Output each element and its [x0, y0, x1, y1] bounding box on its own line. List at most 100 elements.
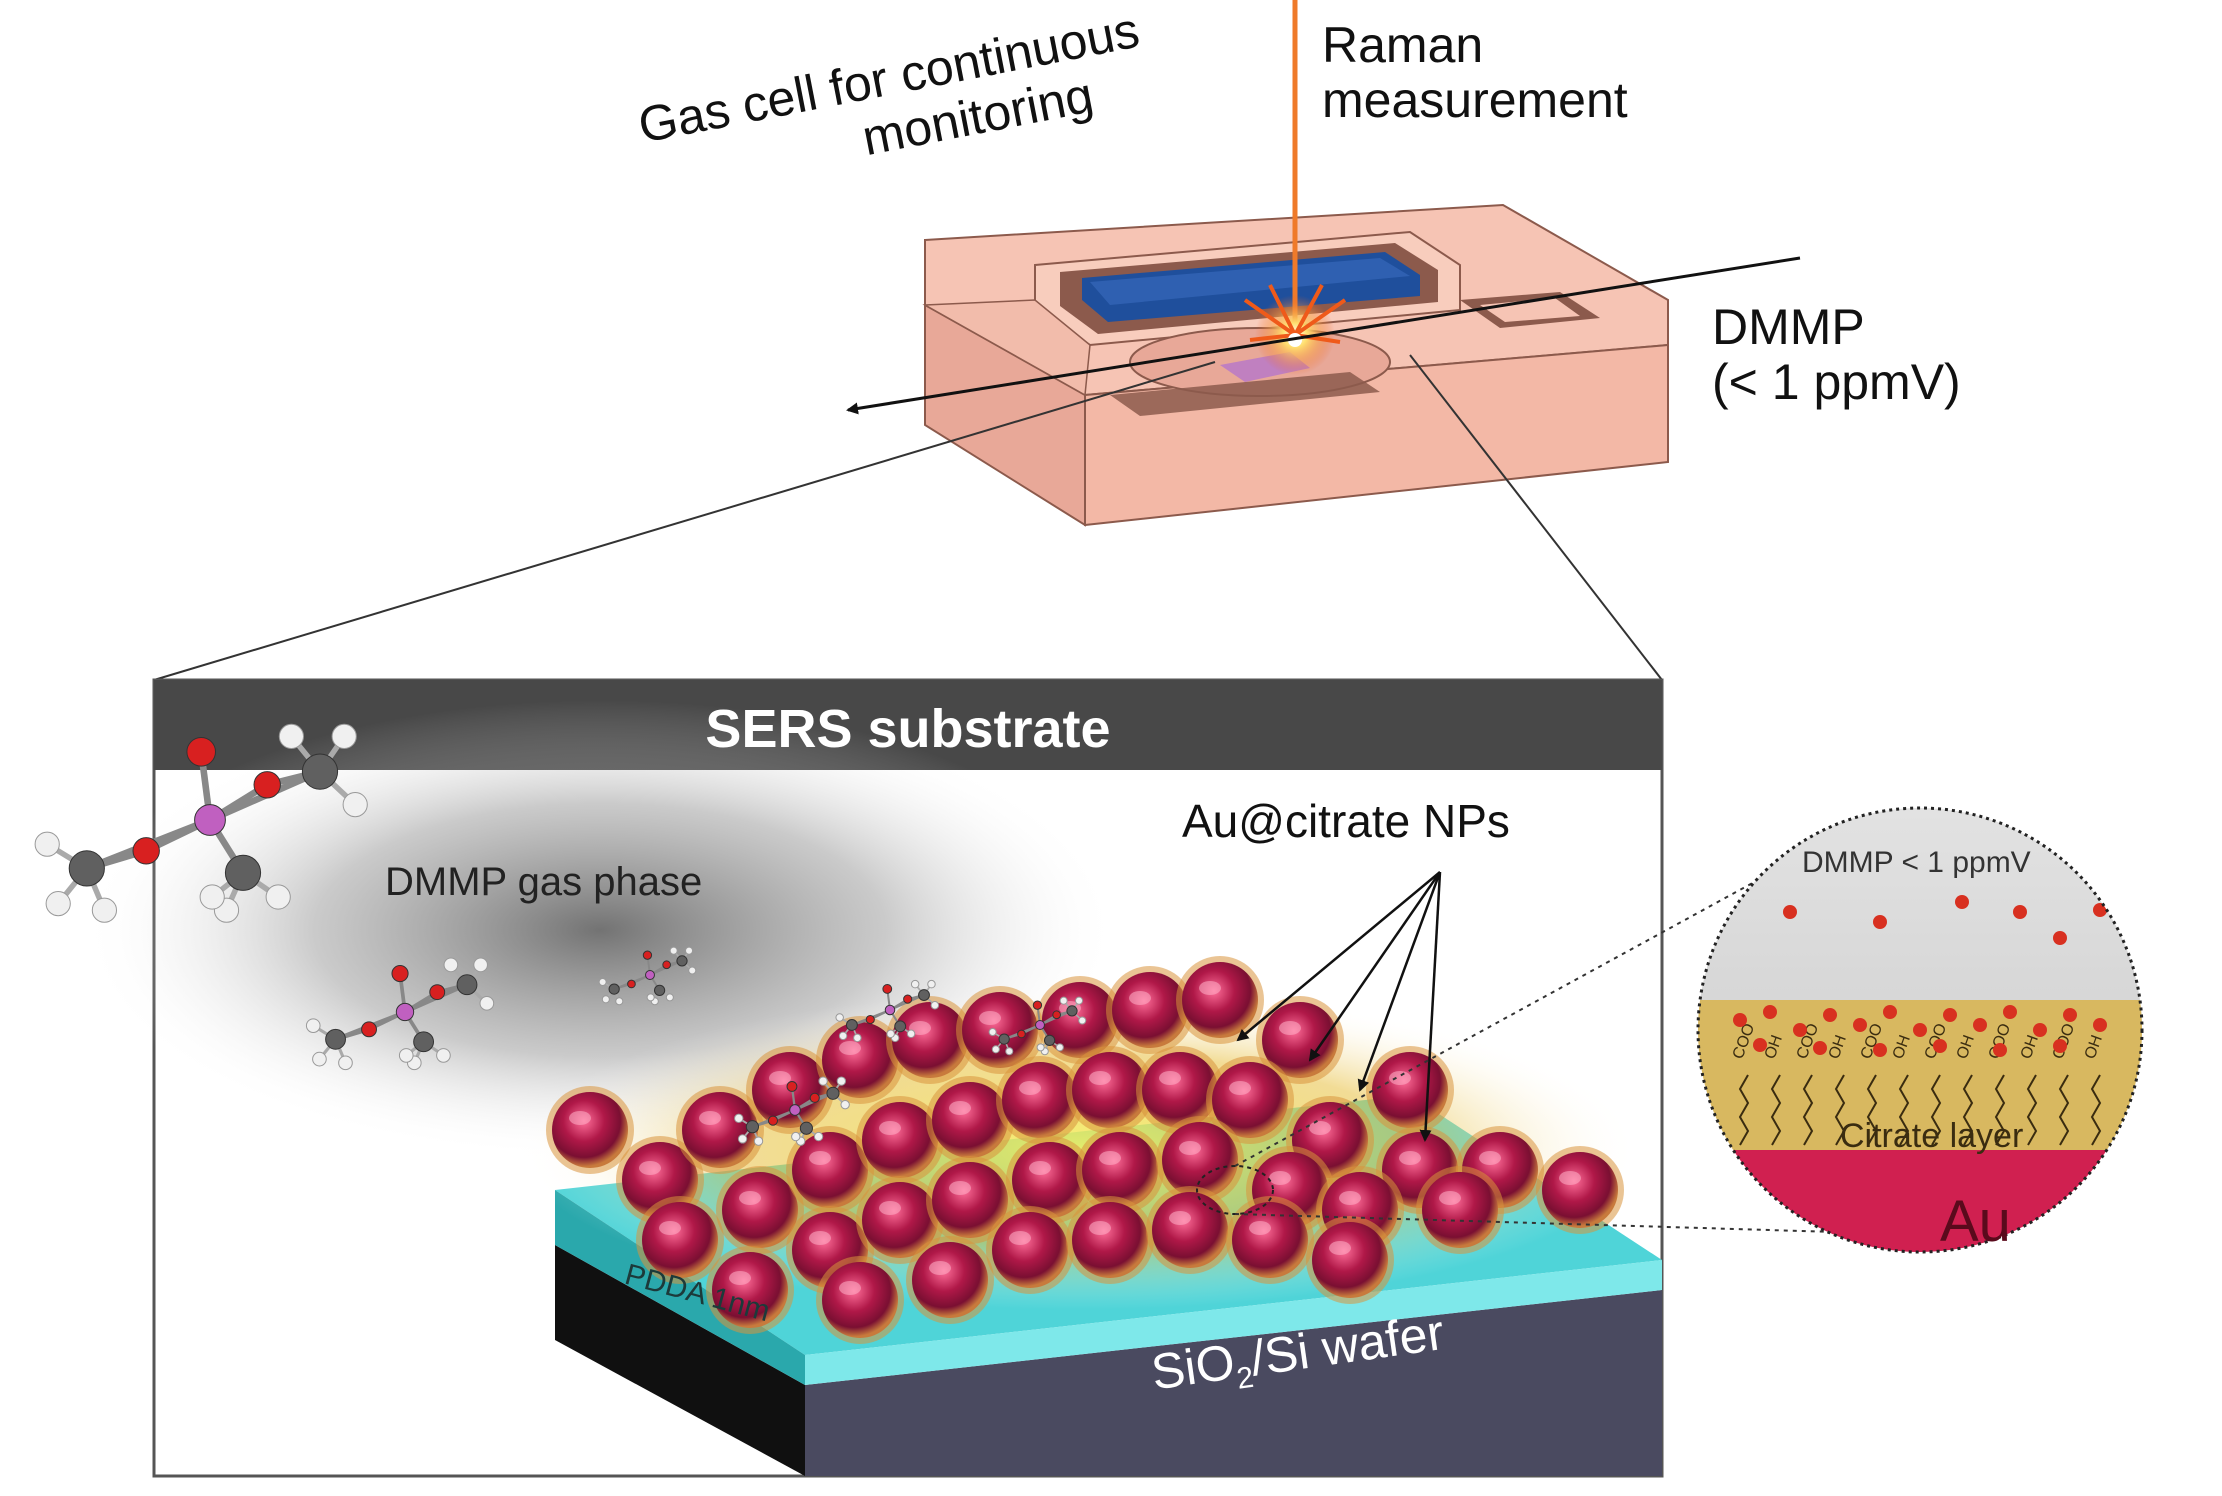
raman-label-line2: measurement — [1322, 72, 1628, 128]
hydrogen-atom — [601, 995, 610, 1004]
carbon-atom — [68, 850, 105, 887]
carbon-atom — [918, 989, 930, 1001]
citrate-chain — [1898, 1074, 1910, 1146]
nanoparticle-highlight — [1329, 1241, 1351, 1255]
nanoparticle-highlight — [979, 1011, 1001, 1025]
nanoparticle — [1012, 1142, 1088, 1218]
nanoparticle — [1162, 1122, 1238, 1198]
nanoparticle-highlight — [569, 1111, 591, 1125]
dmmp-dot — [2003, 1005, 2017, 1019]
hydrogen-atom — [669, 946, 678, 955]
citrate-chain — [2090, 1074, 2102, 1146]
citrate-chain — [1770, 1074, 1782, 1146]
hydrogen-atom — [473, 957, 488, 973]
hydrogen-atom — [199, 884, 225, 910]
carbon-atom — [676, 955, 688, 967]
nanoparticle-highlight — [809, 1151, 831, 1165]
hydrogen-atom — [436, 1048, 451, 1063]
hydrogen-atom — [930, 1001, 940, 1010]
nanoparticle — [1312, 1222, 1388, 1298]
hydrogen-atom — [853, 1033, 862, 1043]
hydrogen-atom — [338, 1055, 353, 1071]
nanoparticle-highlight — [1019, 1081, 1041, 1095]
citrate-chain — [1962, 1074, 1974, 1146]
hydrogen-atom — [615, 997, 624, 1006]
dmmp-molecule — [835, 979, 940, 1043]
hydrogen-atom — [665, 993, 674, 1002]
nanoparticle — [792, 1132, 868, 1208]
nanoparticle-layer — [546, 956, 1624, 1344]
phosphorus-atom — [884, 1004, 896, 1016]
gold-band — [1698, 1150, 2142, 1252]
inset-zoom-line-top — [1234, 879, 1759, 1167]
hydrogen-atom — [838, 1031, 848, 1041]
wafer-front — [805, 1290, 1662, 1476]
dmmp-molecules — [34, 723, 1087, 1146]
dmmp-dot — [2093, 1018, 2107, 1032]
hydrogen-atom — [45, 891, 71, 917]
oxygen-atom — [1017, 1029, 1026, 1039]
dmmp-dot — [2053, 931, 2067, 945]
nanoparticle — [1112, 972, 1188, 1048]
nanoparticle-highlight — [729, 1271, 751, 1285]
phosphorus-atom — [645, 970, 655, 980]
hydrogen-atom — [835, 1013, 844, 1022]
dmmp-dot — [2053, 1039, 2067, 1053]
hydrogen-atom — [278, 723, 304, 750]
nanoparticle-highlight — [839, 1041, 861, 1055]
inset-zoom-line-bottom — [1234, 1213, 1836, 1233]
au-label: Au — [1940, 1189, 2011, 1254]
nanoparticle-highlight — [659, 1221, 681, 1235]
nanoparticle-highlight — [1399, 1151, 1421, 1165]
nanoparticle-highlight — [1089, 1071, 1111, 1085]
carbon-atom — [224, 854, 262, 891]
hydrogen-atom — [1055, 1043, 1064, 1052]
dmmp-dot — [1763, 1005, 1777, 1019]
nanoparticle — [1212, 1062, 1288, 1138]
citrate-chain — [2058, 1074, 2070, 1146]
dmmp-dot — [1933, 1039, 1947, 1053]
phosphorus-atom — [194, 804, 226, 836]
nanoparticle — [1372, 1052, 1448, 1128]
nanoparticle-highlight — [1029, 1161, 1051, 1175]
nanoparticle-highlight — [1229, 1081, 1251, 1095]
laser-flare-icon — [1243, 284, 1347, 375]
dmmp-dot — [2013, 905, 2027, 919]
oxygen-atom — [767, 1115, 779, 1126]
citrate-chain — [1738, 1074, 1750, 1146]
hydrogen-atom — [312, 1051, 327, 1067]
nanoparticle — [1422, 1172, 1498, 1248]
nanoparticle — [932, 1082, 1008, 1158]
nanoparticle-highlight — [1439, 1191, 1461, 1205]
nanoparticle-highlight — [1159, 1071, 1181, 1085]
citrate-chain — [1994, 1074, 2006, 1146]
carbon-atom — [799, 1121, 813, 1135]
hydrogen-atom — [840, 1100, 850, 1110]
hydrogen-atom — [1078, 1016, 1087, 1025]
citrate-chain — [2026, 1074, 2038, 1146]
citrate-chain — [1802, 1074, 1814, 1146]
dmmp-molecule — [988, 996, 1087, 1056]
carbon-atom — [301, 753, 339, 790]
nanoparticle — [1072, 1202, 1148, 1278]
oxygen-atom — [186, 737, 216, 767]
raman-label-line1: Raman — [1322, 17, 1484, 73]
nanoparticle — [892, 1002, 968, 1078]
carbon-atom — [413, 1031, 435, 1053]
np-pointer-arrows — [1236, 871, 1442, 1142]
nanoparticle — [642, 1202, 718, 1278]
carbon-atom — [826, 1086, 840, 1100]
dmmp-dots — [1733, 895, 2107, 1057]
hydrogen-atom — [598, 978, 607, 987]
nanoparticle — [1002, 1062, 1078, 1138]
nanoparticle — [712, 1252, 788, 1328]
citrate-layer-label: Citrate layer — [1840, 1117, 2024, 1155]
hydrogen-atom — [737, 1134, 748, 1144]
carbon-atom — [456, 974, 478, 996]
nanoparticle-highlight — [949, 1181, 971, 1195]
nanoparticle-highlight — [879, 1121, 901, 1135]
nanoparticle-highlight — [839, 1281, 861, 1295]
carbon-atom — [653, 984, 666, 996]
hydrogen-atom — [479, 996, 495, 1011]
nanoparticle — [962, 992, 1038, 1068]
